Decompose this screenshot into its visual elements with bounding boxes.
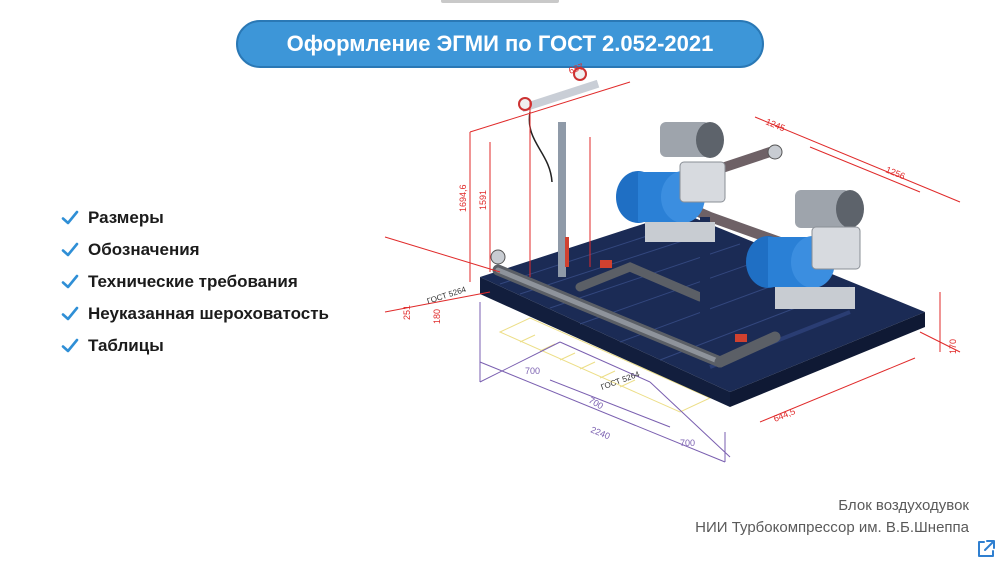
- floor-hatching: [498, 317, 712, 413]
- page-title-text: Оформление ЭГМИ по ГОСТ 2.052-2021: [286, 31, 714, 56]
- dim-644: 644,5: [772, 406, 797, 424]
- caption-source: НИИ Турбокомпрессор им. В.Б.Шнеппа: [695, 519, 969, 536]
- check-icon: [61, 338, 79, 353]
- checklist-item: Обозначения: [60, 234, 329, 266]
- dim-700-a: 700: [525, 366, 540, 376]
- checklist-item: Размеры: [60, 202, 329, 234]
- dim-180: 180: [432, 309, 442, 324]
- blower-unit-drawing: 1245 1256 1694,6 1591 687 251 180 700 70…: [384, 62, 961, 463]
- external-link-icon: [978, 540, 995, 557]
- checklist-item-label: Обозначения: [88, 240, 200, 259]
- check-icon: [61, 306, 79, 321]
- blower-unit-2: [746, 190, 864, 309]
- checklist-item-label: Размеры: [88, 208, 164, 227]
- support-column: [700, 217, 710, 327]
- check-icon: [61, 274, 79, 289]
- dim-251: 251: [402, 305, 412, 320]
- checklist-item-label: Неуказанная шероховатость: [88, 304, 330, 323]
- check-icon: [61, 210, 79, 225]
- dim-170: 170: [948, 339, 958, 354]
- image-caption: Блок воздуходувок НИИ Турбокомпрессор им…: [695, 495, 969, 539]
- checklist-item: Неуказанная шероховатость: [60, 298, 329, 330]
- blower-unit-1: [616, 122, 726, 242]
- gost-callout-mid: ГОСТ 5264: [600, 369, 642, 392]
- top-tab-indicator: [441, 0, 559, 3]
- feature-checklist: Размеры Обозначения Технические требован…: [60, 202, 329, 362]
- checklist-item: Технические требования: [60, 266, 329, 298]
- dim-2240: 2240: [589, 425, 611, 442]
- check-icon: [61, 242, 79, 257]
- open-external-button[interactable]: [975, 538, 997, 560]
- checklist-item-label: Таблицы: [88, 336, 164, 355]
- dimension-lines-red: [384, 81, 961, 423]
- caption-title: Блок воздуходувок: [838, 497, 969, 514]
- dim-1245: 1245: [764, 117, 786, 134]
- dim-1591: 1591: [478, 190, 488, 210]
- checklist-item-label: Технические требования: [88, 272, 298, 291]
- checklist-item: Таблицы: [60, 330, 329, 362]
- dimension-lines-purple: [479, 302, 731, 463]
- dim-1694: 1694,6: [458, 184, 468, 212]
- page-title: Оформление ЭГМИ по ГОСТ 2.052-2021: [236, 20, 764, 68]
- control-stand: [518, 67, 600, 277]
- gost-callout-left: ГОСТ 5264: [426, 285, 468, 306]
- dim-700-b: 700: [587, 395, 605, 411]
- dim-700-c: 700: [680, 438, 695, 448]
